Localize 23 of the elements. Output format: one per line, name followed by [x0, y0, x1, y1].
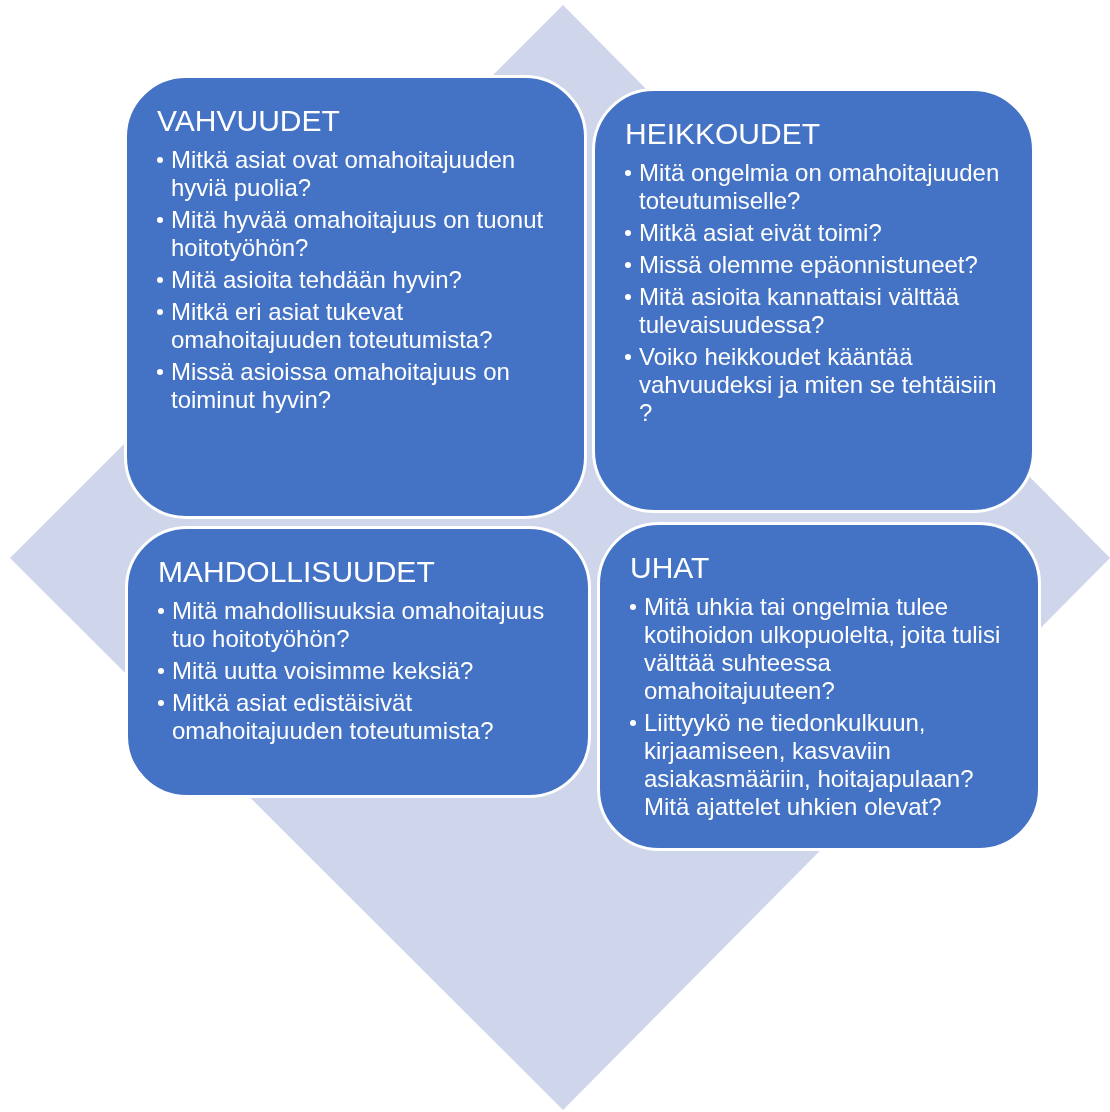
bullet-text: Missä olemme epäonnistuneet?	[639, 251, 978, 278]
bullet-text: Mitä asioita tehdään hyvin?	[171, 266, 462, 293]
rounded-box	[597, 522, 1041, 851]
bullet-text: Mitkä asiat edistäisivät omahoitajuuden toteutumista?	[172, 689, 494, 744]
bullet-text: Mitä uutta voisimme keksiä?	[172, 657, 474, 684]
heading: MAHDOLLISUUDET	[158, 555, 435, 589]
bullet-text: Voiko heikkoudet kääntää vahvuudeksi ja miten se tehtäisiin ?	[639, 343, 997, 426]
bullet-text: Liittyykö ne tiedonkulkuun, kirjaamiseen, kasvaviin asiakasmääriin, hoitajapulaan? Mitä ajattelet uhkien olevat?	[644, 709, 974, 820]
heading: VAHVUUDET	[157, 104, 340, 138]
rounded-box	[124, 75, 587, 519]
heading: HEIKKOUDET	[625, 117, 821, 151]
bullet-text: Mitkä asiat ovat omahoitajuuden hyviä puolia?	[171, 146, 516, 201]
bullet-text: Mitä ongelmia on omahoitajuuden toteutumiselle?	[639, 159, 1000, 214]
bullet-text: Mitä mahdollisuuksia omahoitajuus tuo hoitotyöhön?	[172, 597, 545, 652]
rounded-box	[125, 526, 591, 798]
heading: UHAT	[630, 551, 710, 585]
bullet-text: Mitkä eri asiat tukevat omahoitajuuden toteutumista?	[171, 298, 493, 353]
bullet-text: Missä asioissa omahoitajuus on toiminut hyvin?	[171, 358, 510, 413]
bullet-text: Mitä hyvää omahoitajuus on tuonut hoitotyöhön?	[171, 206, 544, 261]
bullet-text: Mitä uhkia tai ongelmia tulee kotihoidon ulkopuolelta, joita tulisi välttää suhteessa omahoitajuuteen?	[644, 593, 1001, 704]
bullet-text: Mitä asioita kannattaisi välttää tulevaisuudessa?	[639, 283, 960, 338]
bullet-text: Mitkä asiat eivät toimi?	[639, 219, 882, 246]
rounded-box	[592, 88, 1035, 513]
